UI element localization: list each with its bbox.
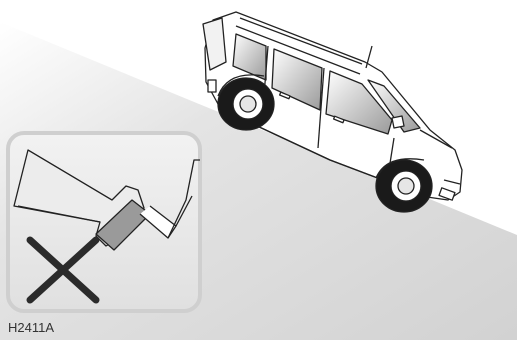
inset-panel — [8, 133, 200, 311]
figure-id-label: H2411A — [8, 320, 54, 336]
front-wheel — [376, 159, 432, 212]
